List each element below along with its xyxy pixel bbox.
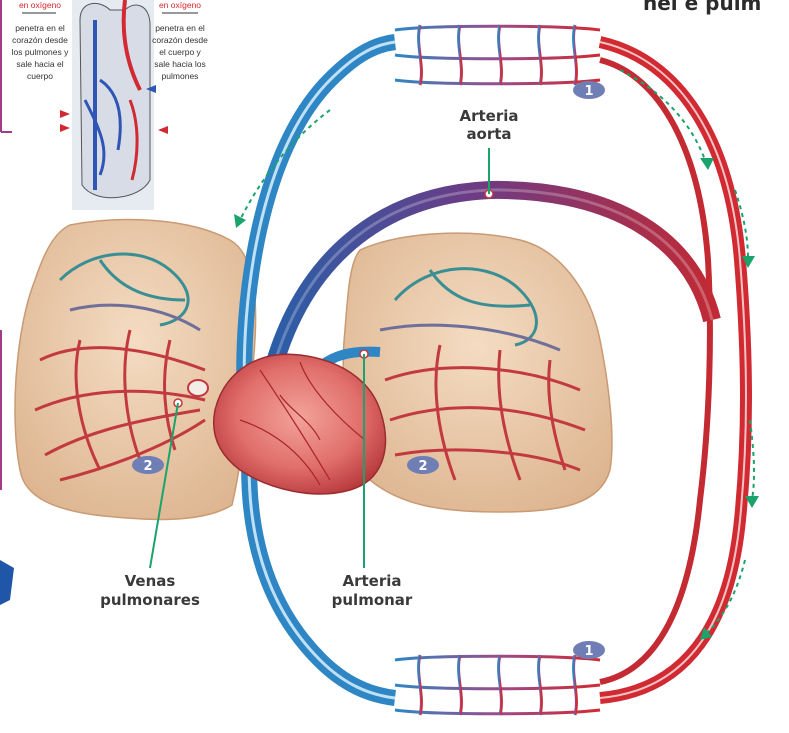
label-venas-2: pulmonares bbox=[100, 591, 200, 609]
badge-top-systemic-label: 1 bbox=[584, 84, 593, 99]
badge-top-systemic: 1 bbox=[573, 81, 605, 99]
inset-right-caption: en oxígeno penetra en el corazón desde e… bbox=[152, 0, 208, 81]
inset-right-line-3: el cuerpo y bbox=[159, 47, 201, 57]
badge-bottom-systemic: 1 bbox=[573, 641, 605, 659]
left-edge-fragment bbox=[0, 560, 14, 605]
label-pulmonar-1: Arteria bbox=[342, 572, 401, 590]
capillary-bed-bottom bbox=[395, 655, 600, 715]
label-venas-1: Venas bbox=[125, 572, 176, 590]
inset-right-caption-top: en oxígeno bbox=[159, 0, 201, 10]
inset-right-line-2: corazón desde bbox=[152, 35, 208, 45]
inset-right-line-5: pulmones bbox=[162, 71, 199, 81]
badge-left-lung-label: 2 bbox=[143, 459, 152, 474]
badge-left-lung: 2 bbox=[132, 456, 164, 474]
inset-left-line-3: los pulmones y bbox=[12, 47, 69, 57]
left-lung bbox=[15, 220, 256, 520]
right-lung bbox=[343, 233, 612, 512]
inset-left-caption: en oxígeno penetra en el corazón desde l… bbox=[12, 0, 69, 81]
label-aorta-1: Arteria bbox=[459, 107, 518, 125]
label-aorta-2: aorta bbox=[466, 125, 511, 143]
inset-left-line-1: penetra en el bbox=[15, 23, 65, 33]
capillary-bed-top bbox=[395, 25, 600, 85]
inset-left-line-2: corazón desde bbox=[12, 35, 68, 45]
inset-left-caption-top: en oxígeno bbox=[19, 0, 61, 10]
inset-left-line-5: cuerpo bbox=[27, 71, 53, 81]
badge-right-lung-label: 2 bbox=[418, 459, 427, 474]
badge-bottom-systemic-label: 1 bbox=[584, 644, 593, 659]
inset-right-line-1: penetra en el bbox=[155, 23, 205, 33]
inset-right-line-4: sale hacia los bbox=[154, 59, 206, 69]
inset-left-line-4: sale hacia el bbox=[16, 59, 63, 69]
label-pulmonar-2: pulmonar bbox=[332, 591, 413, 609]
heading-fragment: nel e pulm bbox=[643, 0, 761, 15]
badge-right-lung: 2 bbox=[407, 456, 439, 474]
